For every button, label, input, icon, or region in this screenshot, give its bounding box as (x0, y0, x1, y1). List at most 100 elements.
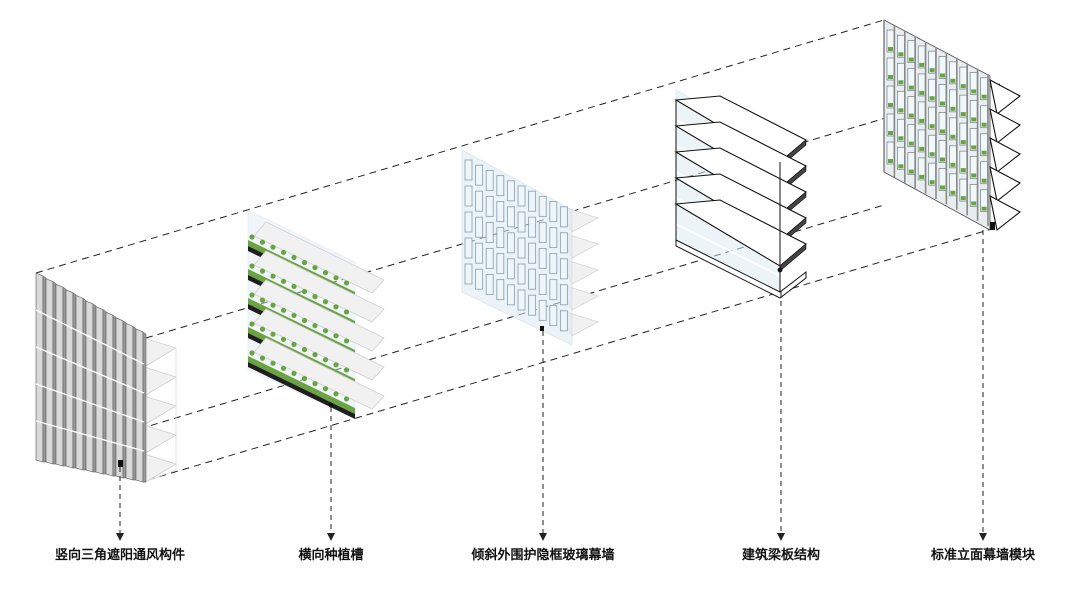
glass-pane (538, 299, 547, 321)
plant-tuft (322, 386, 329, 392)
planter-plants (248, 356, 355, 414)
module-plant (971, 89, 977, 94)
module-plant (888, 131, 893, 135)
module-plant (940, 157, 945, 162)
plant-tuft (322, 357, 329, 363)
module-plant (940, 129, 945, 134)
module-plant (960, 140, 966, 145)
dashed-connector (147, 227, 996, 481)
fin-side (52, 281, 57, 465)
fin-side (42, 275, 47, 463)
glass-pane (559, 258, 568, 280)
caption-glass: 倾斜外围护隐框玻璃幕墙 (470, 547, 614, 563)
planter-ghost-tray (253, 221, 385, 294)
glass-pane (475, 268, 484, 290)
glass-pane (496, 279, 505, 301)
glass-pane (464, 237, 473, 259)
module-plant (898, 136, 904, 141)
fin-side (82, 297, 87, 471)
glass-pane (496, 227, 505, 249)
module-plant (929, 96, 935, 101)
module-plant (940, 101, 945, 106)
module-plant (888, 159, 893, 163)
module-plant (950, 134, 956, 139)
vertical-fin (75, 294, 84, 471)
layer-standard-module (883, 19, 1022, 231)
module-plant (940, 185, 945, 190)
module-slab-tooth (989, 78, 1022, 115)
module-slab-tooth (989, 165, 1022, 202)
glass-pane (475, 242, 484, 264)
module-plant (898, 164, 904, 169)
fin-ghost-triangle (143, 453, 177, 484)
glass-pane (496, 175, 505, 197)
glass-pane (485, 195, 494, 217)
plant-tuft (270, 360, 276, 366)
glass-pane (506, 284, 515, 306)
fin-ghost-triangle (143, 395, 177, 426)
slab-base (675, 239, 807, 299)
plant-tuft (280, 278, 287, 284)
slab-gap (675, 223, 781, 277)
module-plant (898, 80, 904, 85)
plant-tuft (343, 309, 350, 315)
glass-pane (538, 273, 547, 295)
plant-tuft (312, 352, 318, 358)
plant-tuft (312, 265, 318, 271)
module-plant (898, 108, 904, 113)
plant-tuft (301, 375, 308, 382)
fin-ghost-triangle (143, 424, 177, 455)
module-plant (919, 90, 925, 95)
module-plant (950, 162, 956, 167)
vertical-fin (115, 317, 124, 479)
module-plant (960, 112, 966, 117)
planter-anchor-marker (328, 402, 334, 408)
module-plant (981, 122, 987, 127)
module-slab-tooth (989, 107, 1022, 144)
glass-pane (538, 195, 547, 217)
module-slab-tooth (989, 136, 1022, 173)
plant-tuft (343, 280, 350, 286)
plant-tuft (249, 292, 255, 298)
module-plant (981, 94, 987, 99)
vertical-fin (95, 306, 104, 475)
fin-side (142, 331, 147, 483)
plant-tuft (322, 328, 329, 334)
plant-tuft (312, 381, 318, 387)
fin-ghost-triangle (143, 366, 177, 397)
module-plant (929, 124, 935, 129)
plant-tuft (249, 321, 255, 327)
glass-pane (549, 227, 558, 249)
caption-fins: 竖向三角遮阳通风构件 (55, 547, 185, 563)
fin-side (92, 303, 97, 473)
leader-lines (116, 230, 987, 541)
plant-tuft (270, 244, 276, 250)
caption-planters: 横向种植槽 (298, 547, 363, 563)
module-plant (919, 174, 925, 179)
plant-tuft (333, 333, 339, 339)
module-plant (950, 106, 956, 111)
plant-tuft (322, 270, 329, 276)
plant-tuft (291, 370, 297, 377)
plant-tuft (259, 239, 266, 245)
module-plant (940, 73, 945, 78)
layer-fins (35, 272, 177, 484)
fin-side (102, 309, 107, 475)
module-plant (888, 103, 893, 107)
fin-row-gap (35, 309, 145, 365)
glass-pane (559, 284, 568, 306)
glass-pane (475, 216, 484, 238)
plant-tuft (280, 365, 287, 371)
caption-module: 标准立面幕墙模块 (930, 547, 1036, 563)
module-plant (908, 57, 914, 62)
module-anchor-marker (990, 222, 995, 230)
glass-pane (496, 253, 505, 275)
glass-pane (528, 242, 537, 264)
plant-tuft (343, 367, 350, 373)
module-plant (888, 47, 893, 51)
module-plant (888, 75, 893, 79)
module-plant (971, 201, 977, 206)
module-plant (981, 150, 987, 155)
plant-tuft (333, 391, 339, 397)
